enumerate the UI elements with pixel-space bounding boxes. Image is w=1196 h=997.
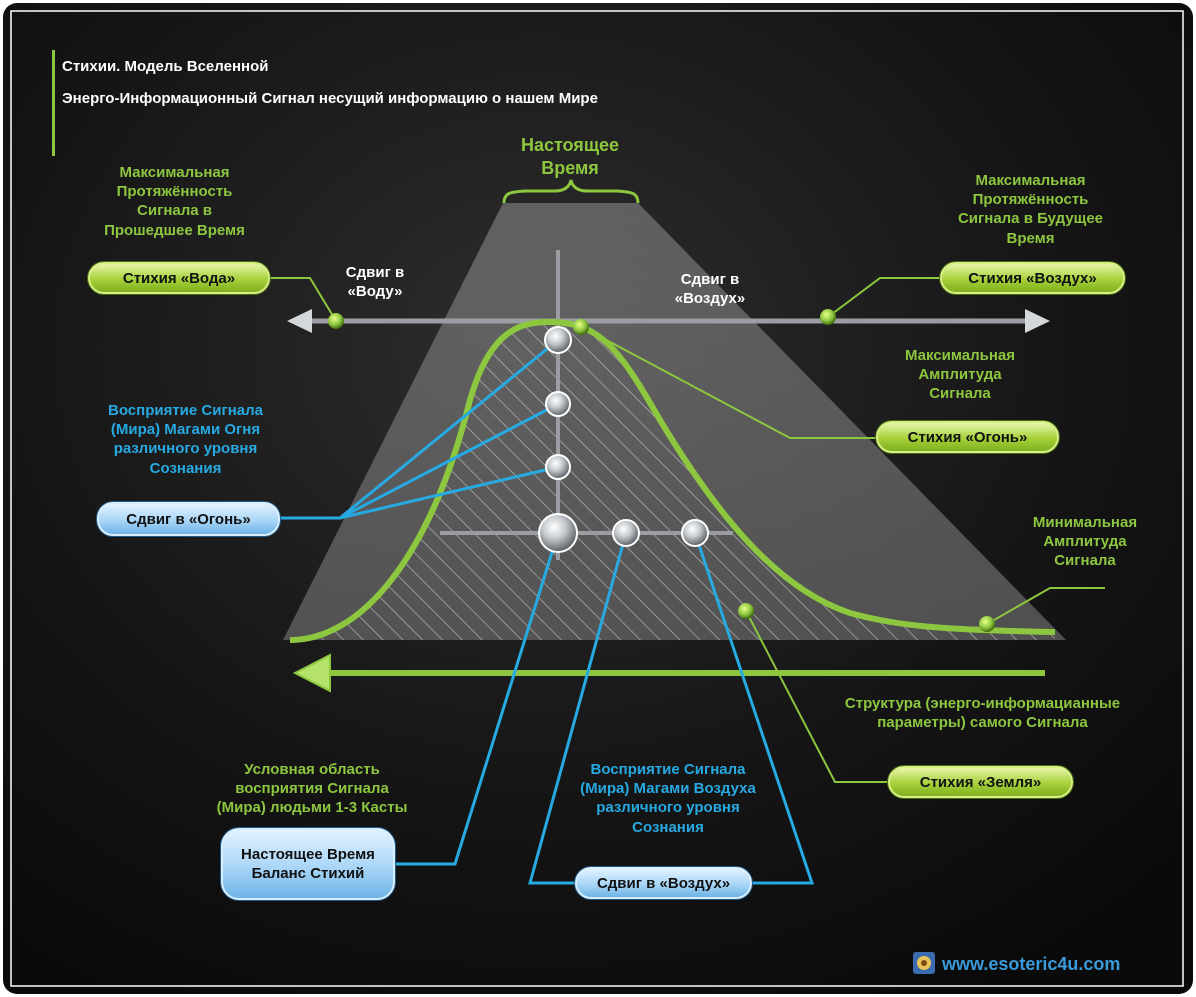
min-amplitude-label: Минимальная Амплитуда Сигнала [1032, 514, 1138, 570]
signal-curve [289, 318, 1056, 643]
air-mage-ball-2 [681, 519, 709, 547]
element-earth-badge: Стихия «Земля» [888, 766, 1073, 798]
connector-fire [581, 326, 876, 439]
air-marker-dot [820, 309, 836, 325]
esoteric-logo-icon [913, 952, 935, 974]
fire-mages-label: Восприятие Сигнала (Мира) Магами Огня ра… [108, 402, 263, 477]
people-castes-label: Условная область восприятия Сигнала (Мир… [216, 761, 408, 817]
connector-shift-fire-2 [339, 402, 559, 520]
element-water-badge: Стихия «Вода» [88, 262, 270, 294]
fire-marker-dot [573, 319, 589, 335]
page-subtitle: Энерго-Информационный Сигнал несущий инф… [62, 90, 598, 107]
site-url[interactable]: www.esoteric4u.com [942, 954, 1121, 974]
min-amplitude-dot [979, 616, 995, 632]
max-past-label: Максимальная Протяжённость Сигнала в Про… [104, 164, 245, 239]
air-mages-label: Восприятие Сигнала (Мира) Магами Воздуха… [580, 761, 756, 836]
max-future-label: Максимальная Протяжённость Сигнала в Буд… [957, 172, 1104, 247]
element-air-badge: Стихия «Воздух» [940, 262, 1125, 294]
structure-label: Структура (энерго-информацианные парамет… [844, 695, 1121, 732]
shift-fire-badge: Сдвиг в «Огонь» [97, 502, 280, 536]
page-title: Стихии. Модель Вселенной [62, 58, 269, 75]
connector-earth [745, 610, 888, 783]
title-accent-bar [52, 50, 55, 156]
balance-ball [538, 513, 578, 553]
time-axis-arrow-right [1025, 309, 1050, 333]
balance-badge-line1: Настоящее Время [241, 845, 375, 863]
fire-mage-ball-2 [545, 391, 571, 417]
fire-mage-ball-3 [545, 454, 571, 480]
connector-balance [395, 532, 560, 866]
connector-shift-air-2 [693, 532, 815, 885]
max-amplitude-label: Максимальная Амплитуда Сигнала [904, 347, 1016, 403]
connector-shift-air [528, 532, 628, 885]
shift-air-badge: Сдвиг в «Воздух» [575, 867, 752, 899]
fire-mage-ball-1 [544, 326, 572, 354]
connector-min-amplitude [986, 587, 1105, 625]
connector-air [827, 277, 940, 318]
air-mage-ball-1 [612, 519, 640, 547]
water-marker-dot [328, 313, 344, 329]
earth-marker-dot [738, 603, 754, 619]
balance-badge: Настоящее Время Баланс Стихий [221, 828, 395, 900]
element-fire-badge: Стихия «Огонь» [876, 421, 1059, 453]
time-axis-arrow-left [287, 309, 312, 333]
shift-air-label: Сдвиг в «Воздух» [674, 271, 746, 308]
bottom-arrow-head [292, 653, 331, 693]
present-time-label: Настоящее Время [520, 135, 620, 179]
balance-badge-line2: Баланс Стихий [251, 865, 365, 882]
present-time-bracket [502, 179, 640, 204]
connector-water [270, 277, 337, 322]
background-frame [10, 10, 1184, 987]
connector-shift-fire-3 [339, 465, 559, 520]
shift-water-label: Сдвиг в «Воду» [345, 264, 405, 301]
